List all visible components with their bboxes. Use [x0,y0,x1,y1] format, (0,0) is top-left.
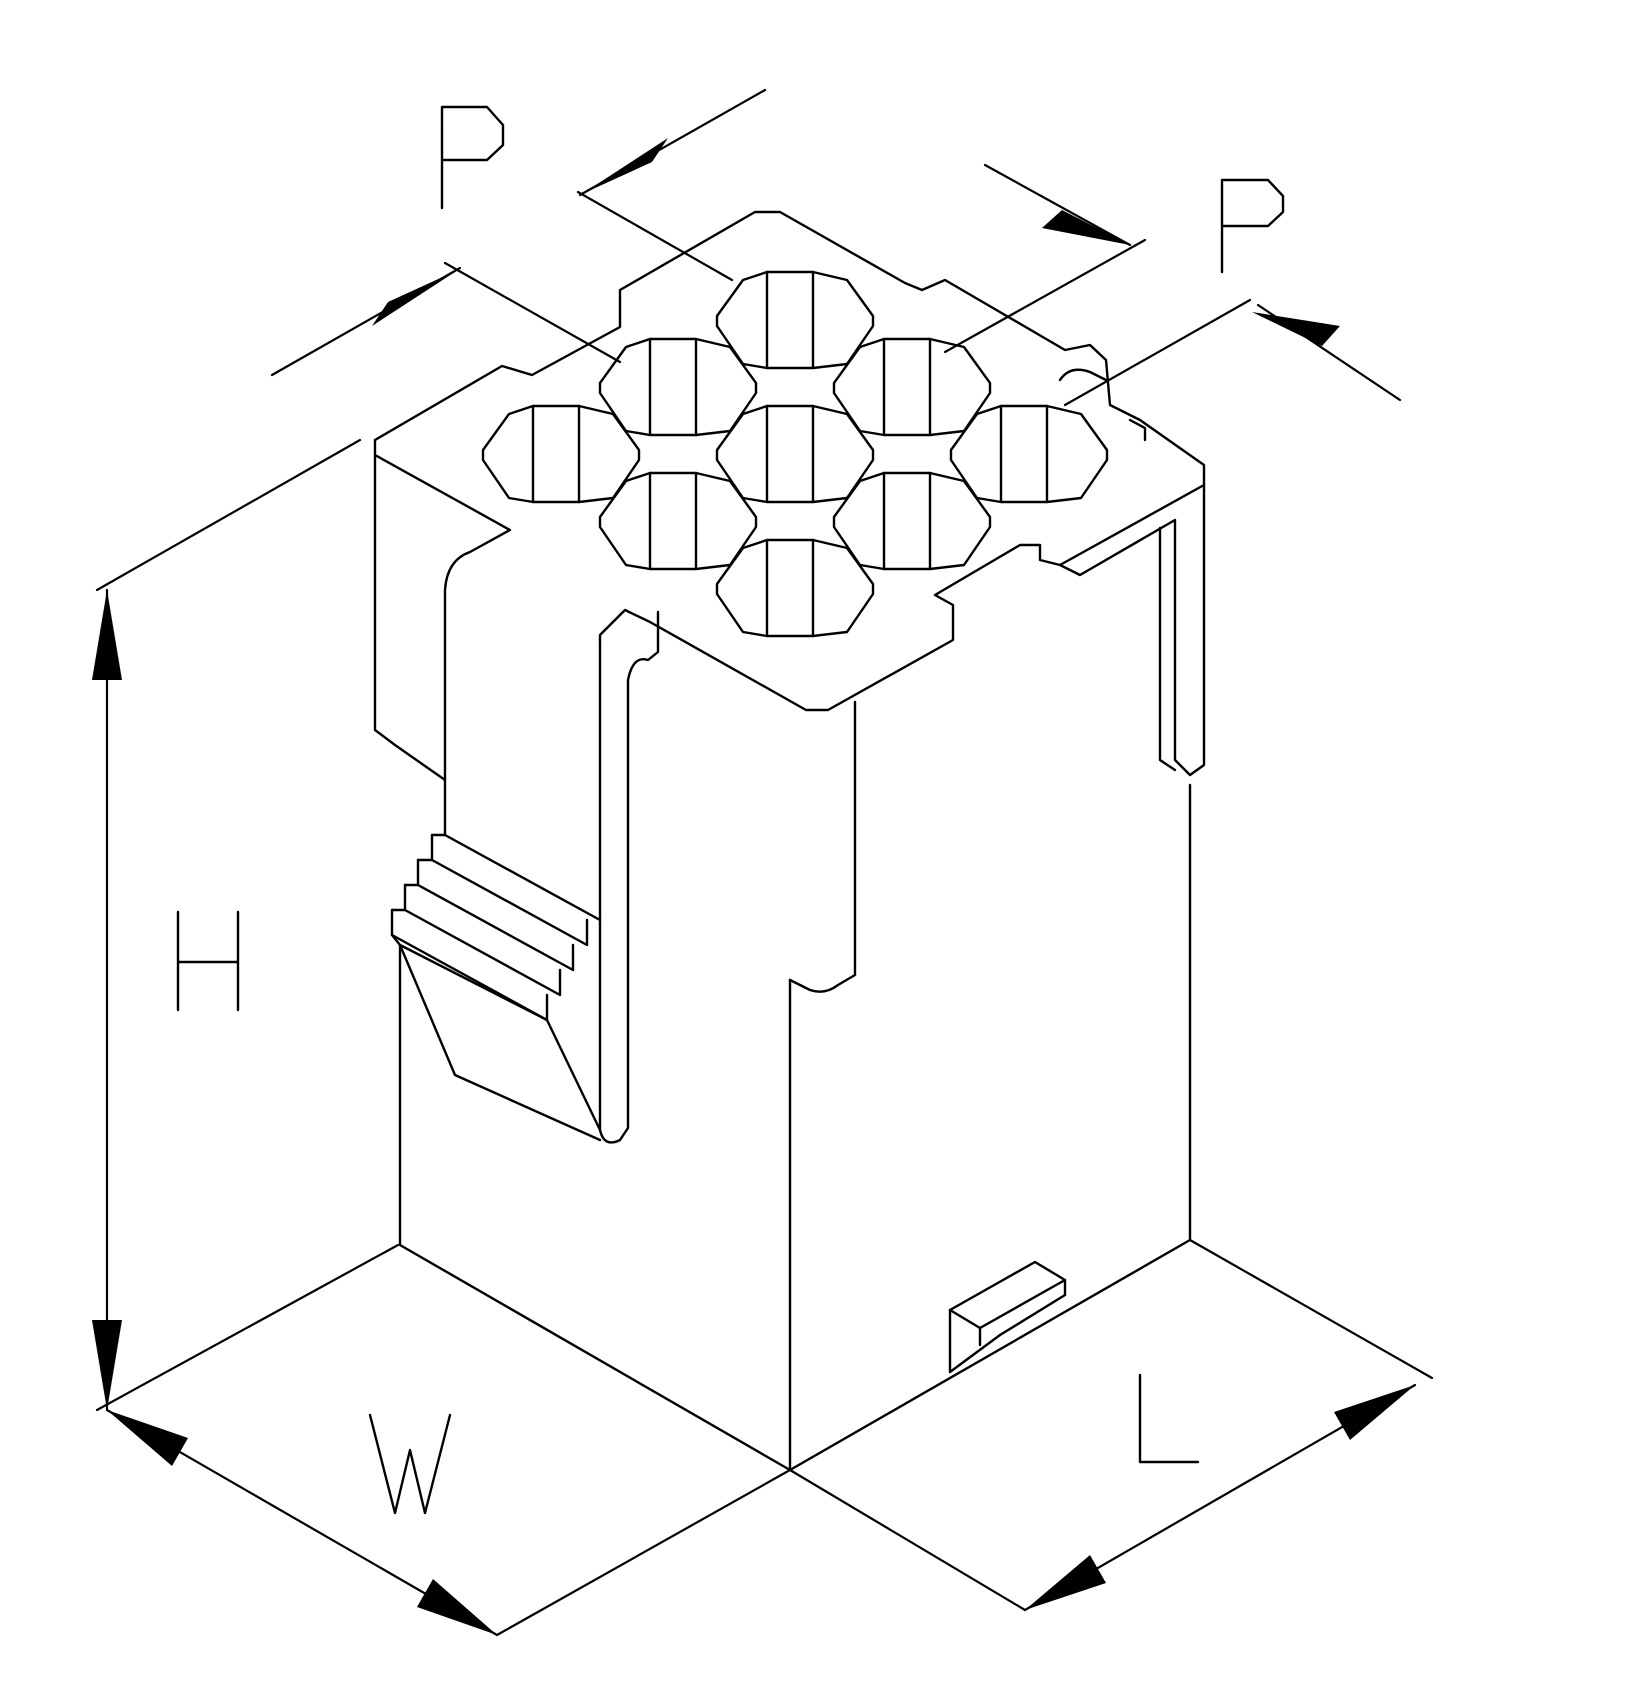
length-arrow-left [1025,1555,1106,1610]
cavity-rib-4 [650,339,696,435]
pitch-row-arrow-a [372,270,458,326]
pitch-col-arrow-a [1042,210,1130,245]
height-arrow-top [92,590,122,680]
cavity-3 [951,406,1107,502]
width-arrow-right [417,1579,497,1635]
cavity-9 [717,540,873,636]
cavity-grid [483,272,1107,636]
label-height-glyph [178,912,238,1010]
label-pitch-row-glyph [442,107,503,208]
left-front-face [400,945,790,1470]
left-face-outline [375,440,510,780]
dimension-lines [92,90,1432,1635]
cavity-rib-8 [650,473,696,569]
label-width-glyph [370,1415,450,1513]
cavity-6 [834,473,990,569]
cavity-rib-9 [767,540,813,636]
bottom-lug [950,1262,1065,1372]
pitch-row-arrow-b [582,138,668,194]
cavity-rib-2 [884,339,930,435]
cavity-2 [834,339,990,435]
length-arrow-right [1334,1385,1415,1440]
cavity-5 [717,406,873,502]
cavity-rib-1 [767,272,813,368]
label-length-glyph [1140,1375,1198,1462]
latch-channel [600,612,658,1142]
height-extension-top [97,440,360,590]
cavity-8 [600,473,756,569]
corner-tab [1060,370,1145,440]
dimension-labels [178,107,1283,1513]
pitch-col-arrow-b [1252,312,1340,346]
height-arrow-bottom [92,1320,122,1410]
cavity-rib-7 [533,406,579,502]
center-step [790,702,855,992]
top-face-outline [375,212,1204,710]
pitch-col-dimension-line [985,165,1130,245]
cavity-1 [717,272,873,368]
right-side-rail [1060,485,1204,775]
cavity-rib-3 [1001,406,1047,502]
cavity-4 [600,339,756,435]
cavity-7 [483,406,639,502]
cavity-rib-5 [767,406,813,502]
width-arrow-left [107,1410,188,1466]
connector-body [375,212,1204,1470]
center-front-edge [790,785,1190,1470]
latch-ribs [392,780,600,1140]
cavity-rib-6 [884,473,930,569]
label-pitch-col-glyph [1222,180,1283,272]
